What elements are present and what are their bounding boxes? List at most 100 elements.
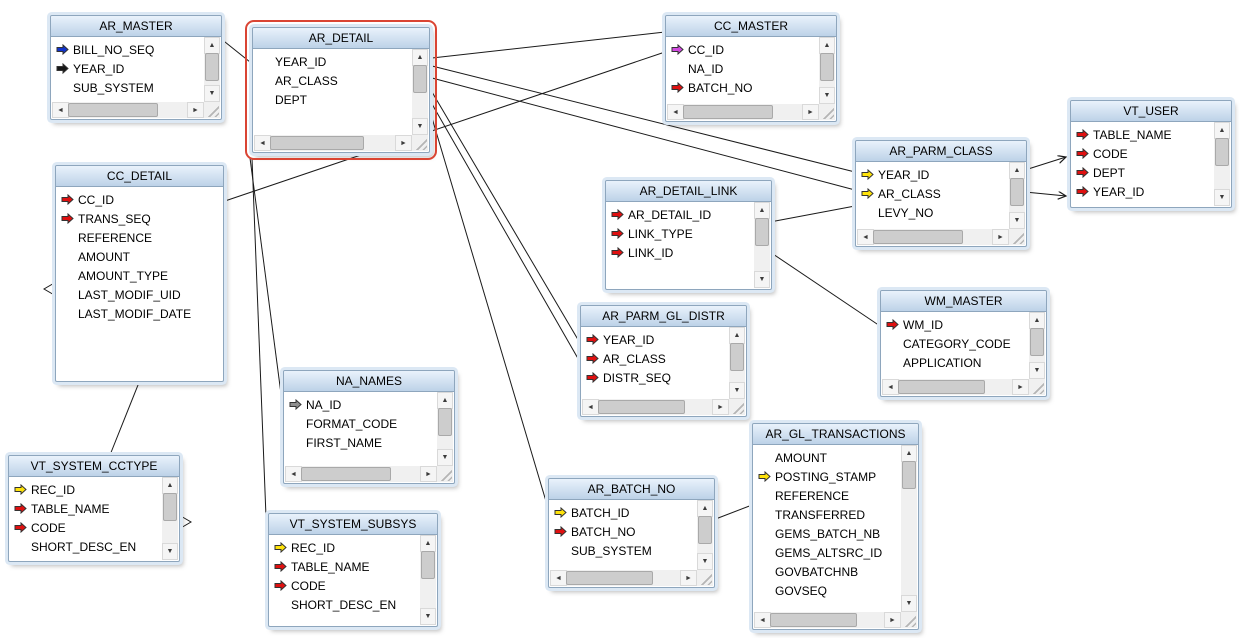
scroll-thumb-horizontal[interactable] [566,571,654,585]
relationship-line-ar_batch_no-ar_gl_transactions[interactable] [712,504,753,521]
scroll-thumb-horizontal[interactable] [598,400,686,414]
field-row-transferred[interactable]: TRANSFERRED [753,505,901,524]
entity-title-na_names[interactable]: NA_NAMES [284,371,454,392]
field-row-gems_batch_nb[interactable]: GEMS_BATCH_NB [753,524,901,543]
scroll-down-button[interactable]: ▼ [697,553,713,570]
scroll-right-button[interactable]: ► [680,570,697,586]
field-row-short_desc_en[interactable]: SHORT_DESC_EN [269,595,420,614]
vertical-scrollbar[interactable]: ▲▼ [754,202,770,288]
field-row-govbatchnb[interactable]: GOVBATCHNB [753,562,901,581]
scroll-thumb-horizontal[interactable] [68,103,159,117]
scroll-down-button[interactable]: ▼ [412,118,428,135]
scroll-down-button[interactable]: ▼ [754,271,770,288]
entity-title-vt_system_subsys[interactable]: VT_SYSTEM_SUBSYS [269,514,437,535]
field-row-first_name[interactable]: FIRST_NAME [284,433,437,452]
scroll-up-button[interactable]: ▲ [412,49,428,66]
relationship-line-ar_detail_link-wm_master[interactable] [769,251,881,327]
field-row-sub_system[interactable]: SUB_SYSTEM [51,78,204,97]
vertical-scrollbar[interactable]: ▲▼ [1214,122,1230,206]
scroll-left-button[interactable]: ◄ [754,612,771,628]
field-row-levy_no[interactable]: LEVY_NO [856,203,1009,222]
field-row-code[interactable]: CODE [9,518,162,537]
resize-grip[interactable] [729,399,745,415]
vertical-scrollbar[interactable]: ▲▼ [412,49,428,135]
field-row-short_desc_en[interactable]: SHORT_DESC_EN [9,537,162,556]
horizontal-scrollbar[interactable]: ◄► [882,379,1029,395]
vertical-scrollbar[interactable]: ▲▼ [1009,162,1025,229]
scroll-down-button[interactable]: ▼ [162,543,178,560]
horizontal-scrollbar[interactable]: ◄► [52,102,204,118]
field-row-year_id[interactable]: YEAR_ID [581,330,729,349]
field-row-amount[interactable]: AMOUNT [56,247,223,266]
field-row-dept[interactable]: DEPT [253,90,412,109]
entity-title-cc_detail[interactable]: CC_DETAIL [56,166,223,187]
scroll-up-button[interactable]: ▲ [204,37,220,54]
scroll-thumb-vertical[interactable] [820,53,834,81]
scroll-down-button[interactable]: ▼ [901,595,917,612]
horizontal-scrollbar[interactable]: ◄► [857,229,1009,245]
field-row-distr_seq[interactable]: DISTR_SEQ [581,368,729,387]
horizontal-scrollbar[interactable]: ◄► [667,104,819,120]
field-row-dept[interactable]: DEPT [1071,163,1214,182]
scroll-left-button[interactable]: ◄ [857,229,874,245]
field-row-sub_system[interactable]: SUB_SYSTEM [549,541,697,560]
scroll-thumb-vertical[interactable] [1010,178,1024,206]
scroll-up-button[interactable]: ▲ [729,327,745,344]
resize-grip[interactable] [437,466,453,482]
scroll-down-button[interactable]: ▼ [437,449,453,466]
field-row-na_id[interactable]: NA_ID [666,59,819,78]
scroll-left-button[interactable]: ◄ [52,102,69,118]
scroll-down-button[interactable]: ▼ [1009,212,1025,229]
entity-title-ar_gl_transactions[interactable]: AR_GL_TRANSACTIONS [753,424,918,445]
field-row-table_name[interactable]: TABLE_NAME [269,557,420,576]
entity-title-vt_system_cctype[interactable]: VT_SYSTEM_CCTYPE [9,456,179,477]
scroll-thumb-vertical[interactable] [163,493,177,521]
relationship-line-ar_detail-ar_parm_gl_distr[interactable] [431,91,581,344]
field-row-amount[interactable]: AMOUNT [753,448,901,467]
scroll-thumb-horizontal[interactable] [873,230,964,244]
scroll-up-button[interactable]: ▲ [420,535,436,552]
entity-title-ar_batch_no[interactable]: AR_BATCH_NO [549,479,714,500]
field-row-reference[interactable]: REFERENCE [753,486,901,505]
scroll-thumb-vertical[interactable] [1215,138,1229,166]
vertical-scrollbar[interactable]: ▲▼ [437,392,453,466]
field-row-table_name[interactable]: TABLE_NAME [9,499,162,518]
scroll-up-button[interactable]: ▲ [1029,312,1045,329]
scroll-thumb-vertical[interactable] [421,551,435,579]
scroll-right-button[interactable]: ► [992,229,1009,245]
field-row-last_modif_uid[interactable]: LAST_MODIF_UID [56,285,223,304]
field-row-batch_no[interactable]: BATCH_NO [549,522,697,541]
vertical-scrollbar[interactable]: ▲▼ [204,37,220,102]
field-row-wm_id[interactable]: WM_ID [881,315,1029,334]
scroll-up-button[interactable]: ▲ [819,37,835,54]
scroll-down-button[interactable]: ▼ [819,87,835,104]
scroll-up-button[interactable]: ▲ [162,477,178,494]
scroll-down-button[interactable]: ▼ [1214,189,1230,206]
relationship-line-ar_parm_class-vt_user[interactable] [1024,192,1066,196]
scroll-thumb-vertical[interactable] [698,516,712,544]
horizontal-scrollbar[interactable]: ◄► [550,570,697,586]
field-row-trans_seq[interactable]: TRANS_SEQ [56,209,223,228]
resize-grip[interactable] [1029,379,1045,395]
entity-title-ar_master[interactable]: AR_MASTER [51,16,221,37]
relationship-line-ar_master-ar_detail[interactable] [219,37,251,63]
scroll-thumb-vertical[interactable] [413,65,427,93]
scroll-right-button[interactable]: ► [712,399,729,415]
field-row-year_id[interactable]: YEAR_ID [51,59,204,78]
scroll-up-button[interactable]: ▲ [437,392,453,409]
scroll-thumb-vertical[interactable] [902,461,916,489]
field-row-ar_class[interactable]: AR_CLASS [581,349,729,368]
scroll-up-button[interactable]: ▲ [1214,122,1230,139]
field-row-rec_id[interactable]: REC_ID [9,480,162,499]
entity-title-ar_detail[interactable]: AR_DETAIL [253,28,429,49]
